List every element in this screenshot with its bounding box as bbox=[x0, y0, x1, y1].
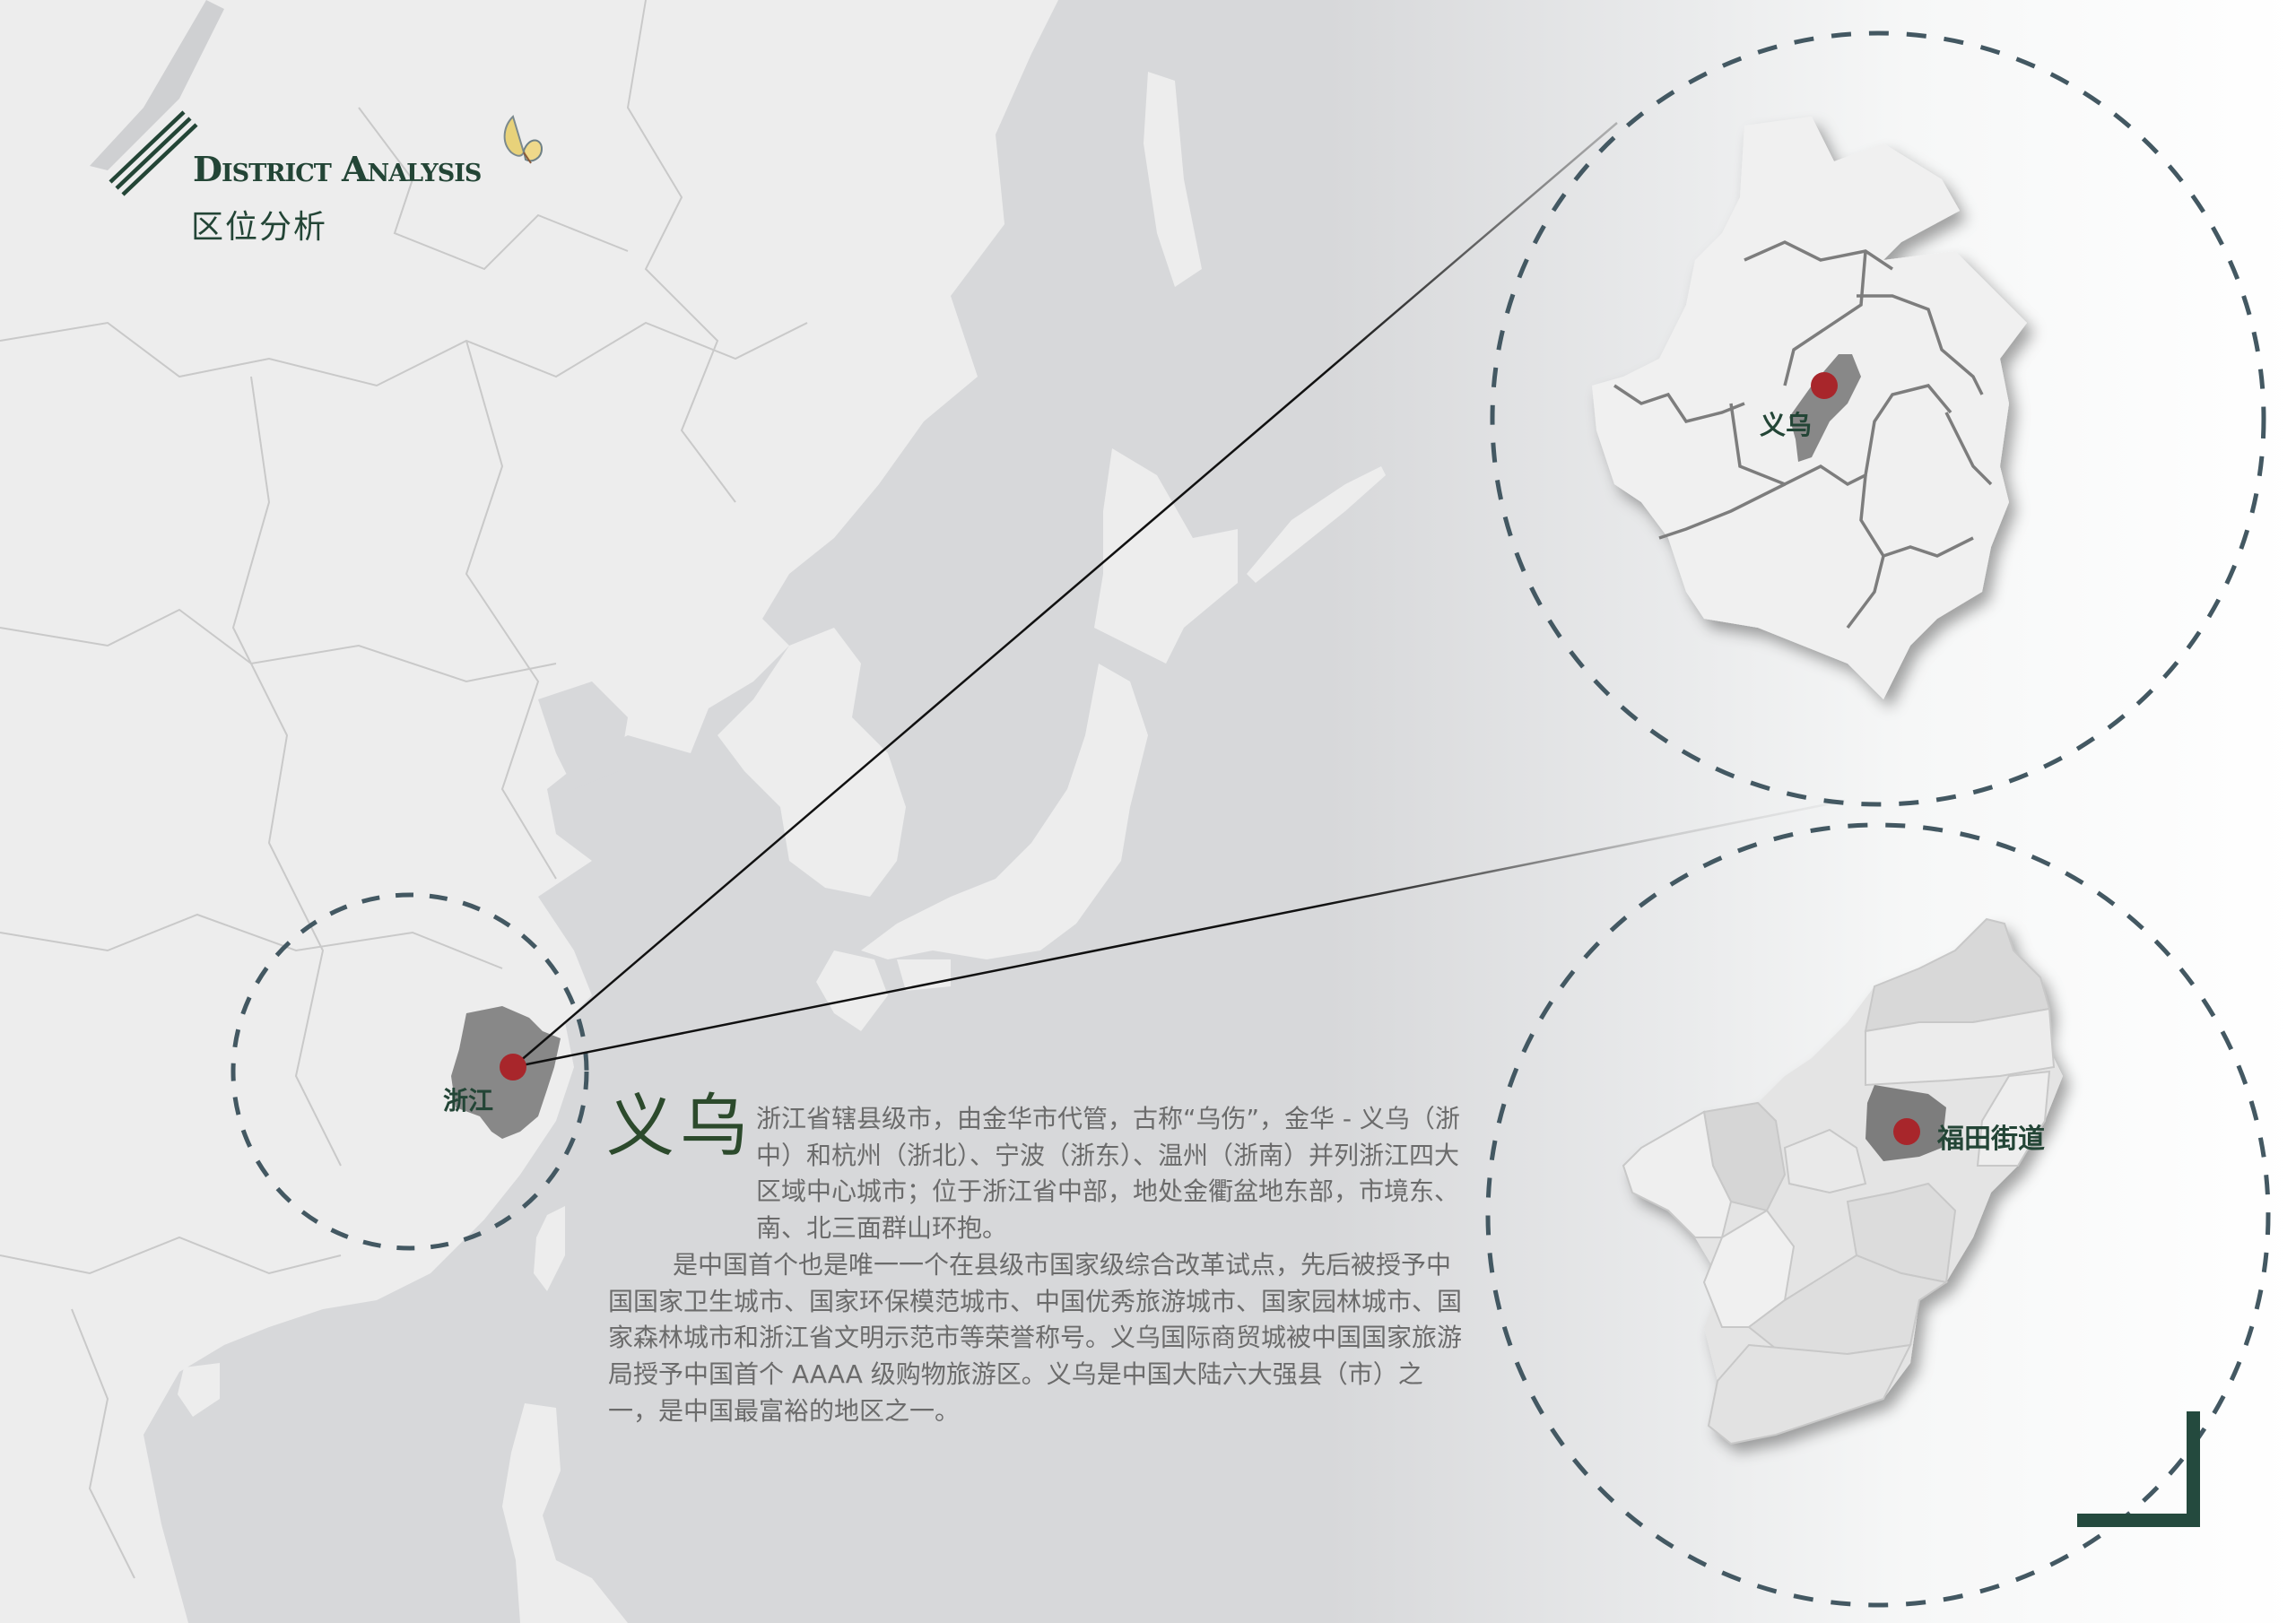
philippines-islands bbox=[502, 1403, 628, 1623]
corner-bracket-vertical bbox=[2187, 1411, 2200, 1527]
township-regions bbox=[1622, 917, 2056, 1445]
yiwu-label: 义乌 bbox=[1760, 410, 1813, 440]
yiwu-location-marker bbox=[1811, 372, 1838, 399]
page-title-english: District Analysis bbox=[193, 149, 482, 189]
description-paragraph-1: 浙江省辖县级市，由金华市代管，古称“乌伤”，金华 - 义乌（浙中）和杭州（浙北）… bbox=[756, 1104, 1460, 1244]
korea-landmass bbox=[718, 628, 906, 897]
description-paragraph-2: 是中国首个也是唯一一个在县级市国家级综合改革试点，先后被授予中国国家卫生城市、国… bbox=[608, 1249, 1463, 1426]
sakhalin-island bbox=[1144, 72, 1202, 287]
hainan-island bbox=[178, 1363, 220, 1417]
zhejiang-location-marker bbox=[500, 1054, 526, 1081]
corner-bracket-horizontal bbox=[2077, 1514, 2200, 1527]
honshu-island bbox=[861, 664, 1148, 959]
yiwu-region-highlight bbox=[1789, 354, 1861, 462]
description-title: 义乌 bbox=[606, 1086, 753, 1166]
futian-location-marker bbox=[1893, 1118, 1920, 1145]
province-detail-circle bbox=[1490, 30, 2266, 807]
admin-borders bbox=[0, 0, 808, 1579]
description-text: 浙江省辖县级市，由金华市代管，古称“乌伤”，金华 - 义乌（浙中）和杭州（浙北）… bbox=[608, 1101, 1469, 1429]
mainland-asia-landmass bbox=[0, 0, 1058, 1623]
bohai-sea bbox=[538, 681, 628, 789]
city-detail-circle bbox=[1485, 822, 2271, 1608]
kyushu-island bbox=[816, 950, 888, 1031]
prefecture-borders bbox=[1613, 240, 1993, 629]
hokkaido-island bbox=[1094, 448, 1238, 664]
taiwan-island bbox=[534, 1206, 565, 1291]
page-title-chinese: 区位分析 bbox=[191, 209, 328, 246]
zhejiang-label: 浙江 bbox=[443, 1086, 494, 1115]
lake-baikal bbox=[90, 0, 224, 170]
zhejiang-focus-circle bbox=[230, 892, 589, 1251]
futian-street-label: 福田街道 bbox=[1937, 1124, 2045, 1155]
